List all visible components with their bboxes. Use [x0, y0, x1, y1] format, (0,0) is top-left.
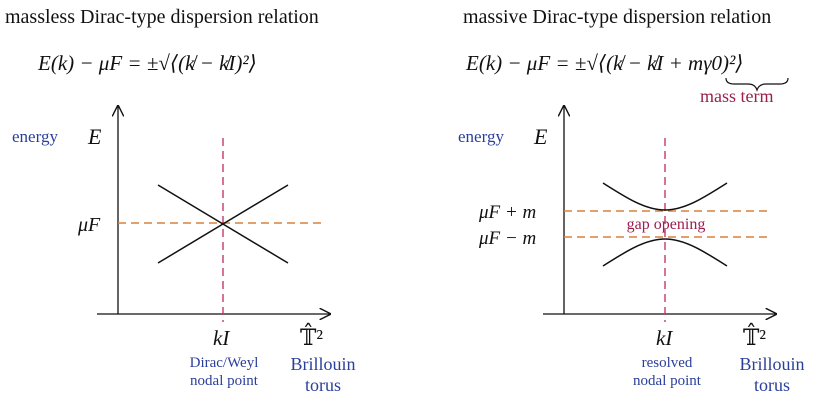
right-bz-caption-1: Brillouin: [739, 354, 804, 374]
right-e-axis-label: E: [533, 124, 548, 149]
left-bz-caption-1: Brillouin: [290, 354, 355, 374]
right-title: massive Dirac-type dispersion relation: [463, 6, 771, 28]
right-lower-band: [602, 238, 728, 267]
left-mu-label: μF: [77, 214, 101, 236]
left-torus-symbol: 𝕋̂²: [300, 323, 323, 350]
left-title: massless Dirac-type dispersion relation: [5, 6, 319, 28]
right-k-label: kI: [656, 326, 673, 350]
left-node-caption-2: nodal point: [190, 373, 259, 389]
left-panel: massless Dirac-type dispersion relation …: [5, 6, 356, 395]
right-panel: massive Dirac-type dispersion relation E…: [458, 6, 805, 395]
right-energy-label: energy: [458, 127, 504, 146]
left-energy-label: energy: [12, 127, 58, 146]
right-lower-label: μF − m: [478, 228, 536, 249]
left-band-up: [157, 184, 289, 264]
right-torus-symbol: 𝕋̂²: [743, 323, 766, 350]
left-e-axis-label: E: [87, 124, 102, 149]
left-bz-caption-2: torus: [305, 375, 341, 395]
mass-term-label: mass term: [700, 86, 774, 106]
gap-opening-label: gap opening: [627, 216, 706, 233]
right-equation: E(k) − μF = ±√⟨(k̸ − k̸I + mγ0)²⟩: [465, 51, 743, 75]
mass-term-brace: [725, 77, 789, 92]
right-node-caption-1: resolved: [642, 355, 693, 371]
left-k-label: kI: [213, 326, 230, 350]
right-upper-label: μF + m: [478, 202, 536, 223]
right-node-caption-2: nodal point: [633, 373, 702, 389]
right-bz-caption-2: torus: [754, 375, 790, 395]
left-equation: E(k) − μF = ±√⟨(k̸ − k̸I)²⟩: [37, 51, 257, 75]
right-upper-band: [602, 182, 728, 211]
left-node-caption-1: Dirac/Weyl: [190, 355, 259, 371]
